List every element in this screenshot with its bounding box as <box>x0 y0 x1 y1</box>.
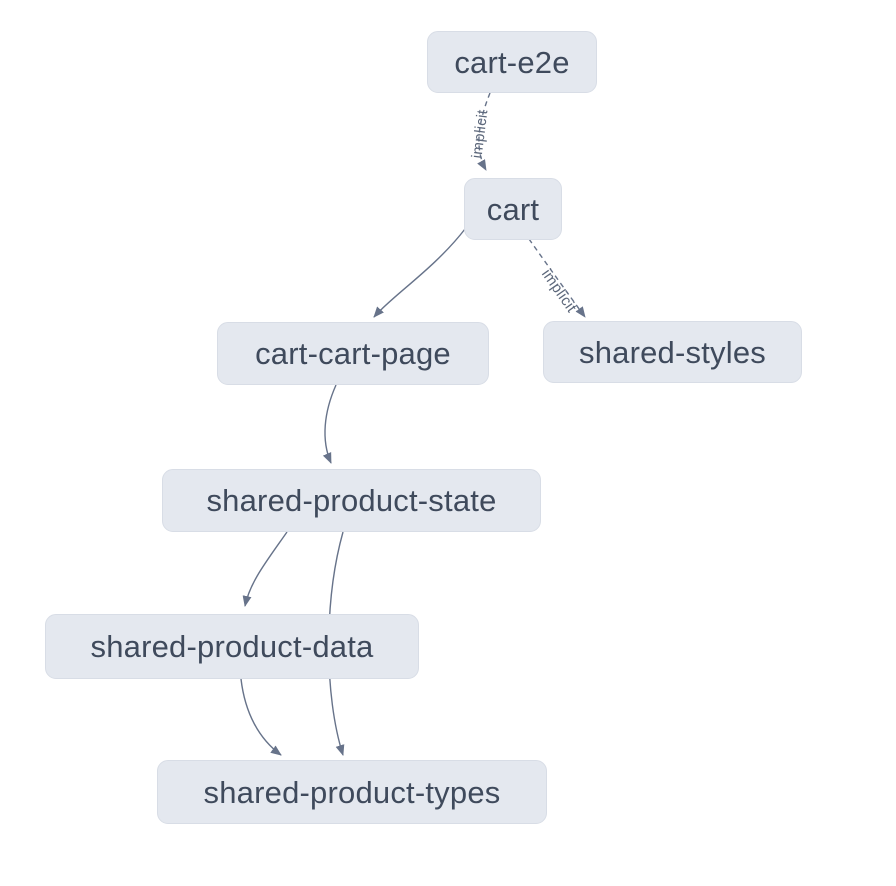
graph-node-label: shared-product-state <box>206 483 497 518</box>
graph-node-cart-cart-page[interactable]: cart-cart-page <box>217 322 489 385</box>
graph-node-cart-e2e[interactable]: cart-e2e <box>427 31 597 93</box>
graph-node-cart[interactable]: cart <box>464 178 562 240</box>
graph-node-shared-product-types[interactable]: shared-product-types <box>157 760 547 824</box>
edge-cart-cart-page-to-shared-product-state[interactable] <box>322 384 337 464</box>
graph-node-label: cart-cart-page <box>255 336 451 371</box>
edge-cart-to-shared-styles[interactable] <box>528 238 586 318</box>
graph-node-label: shared-styles <box>579 334 766 370</box>
graph-node-shared-product-state[interactable]: shared-product-state <box>162 469 541 532</box>
edge-cart-to-cart-cart-page[interactable] <box>373 228 466 318</box>
graph-node-shared-product-data[interactable]: shared-product-data <box>45 614 419 679</box>
graph-node-shared-styles[interactable]: shared-styles <box>543 321 802 383</box>
graph-node-label: shared-product-data <box>90 629 374 664</box>
graph-node-label: cart-e2e <box>454 44 570 80</box>
graph-node-label: shared-product-types <box>203 774 501 810</box>
edge-shared-product-state-to-shared-product-data[interactable] <box>242 531 288 607</box>
edge-cart-e2e-to-cart[interactable] <box>477 92 491 171</box>
graph-node-label: cart <box>486 191 540 227</box>
edge-shared-product-data-to-shared-product-types[interactable] <box>240 678 282 756</box>
